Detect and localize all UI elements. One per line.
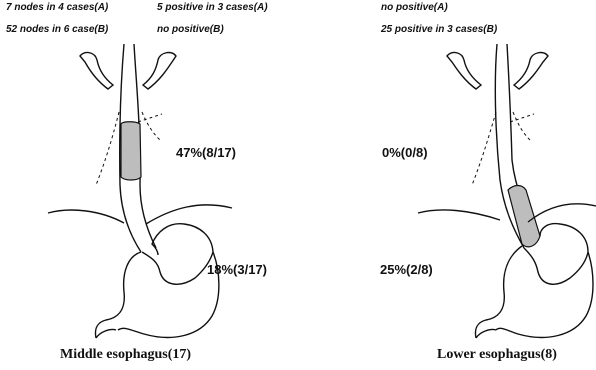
middle-pylorus — [96, 329, 116, 338]
lower-field-dashed-right2 — [510, 114, 534, 122]
middle-esophagus-diagram — [48, 44, 232, 338]
right-clavicle-left — [447, 53, 481, 89]
left-clavicle-left — [80, 53, 113, 89]
middle-diaphragm-left — [48, 210, 124, 223]
middle-tumor — [121, 122, 141, 180]
lower-diaphragm-right — [528, 204, 596, 222]
middle-stomach — [95, 224, 218, 338]
middle-field-dashed-right — [142, 112, 160, 140]
lower-field-dashed-left — [472, 112, 496, 185]
left-clavicle-right — [143, 53, 176, 89]
middle-field-dashed-right2 — [138, 114, 162, 122]
lower-pylorus — [476, 329, 496, 338]
lower-diaphragm-left — [418, 210, 500, 220]
middle-field-dashed-left — [96, 112, 119, 185]
middle-diaphragm-right — [146, 205, 232, 224]
right-clavicle-right — [514, 53, 548, 89]
lower-esophagus-diagram — [418, 44, 596, 338]
